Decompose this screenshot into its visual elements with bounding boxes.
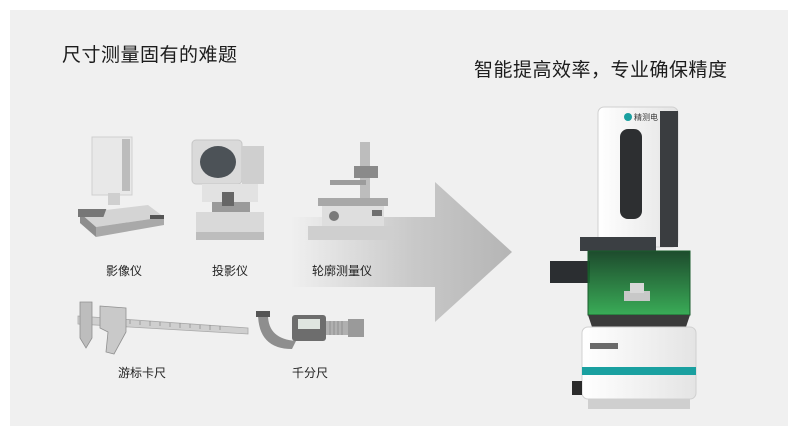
instrument-label-contour: 轮廓测量仪 [312, 264, 373, 278]
contour-measuring-instrument-image [308, 142, 394, 240]
micrometer-image [256, 311, 364, 349]
machine-logo: 精测电 [634, 112, 658, 122]
profile-projector-image [191, 139, 264, 240]
vernier-caliper-image [77, 301, 249, 355]
instrument-label-micrometer: 千分尺 [292, 366, 329, 380]
instrument-label-projector: 投影仪 [212, 264, 249, 278]
challenge-headline: 尺寸测量固有的难题 [62, 44, 238, 66]
intelligent-measuring-machine-image: 精测电 [550, 106, 697, 409]
solution-headline: 智能提高效率，专业确保精度 [474, 59, 728, 81]
instrument-label-video: 影像仪 [106, 264, 143, 278]
instrument-label-caliper: 游标卡尺 [118, 366, 167, 380]
video-measuring-machine-image [78, 136, 164, 237]
